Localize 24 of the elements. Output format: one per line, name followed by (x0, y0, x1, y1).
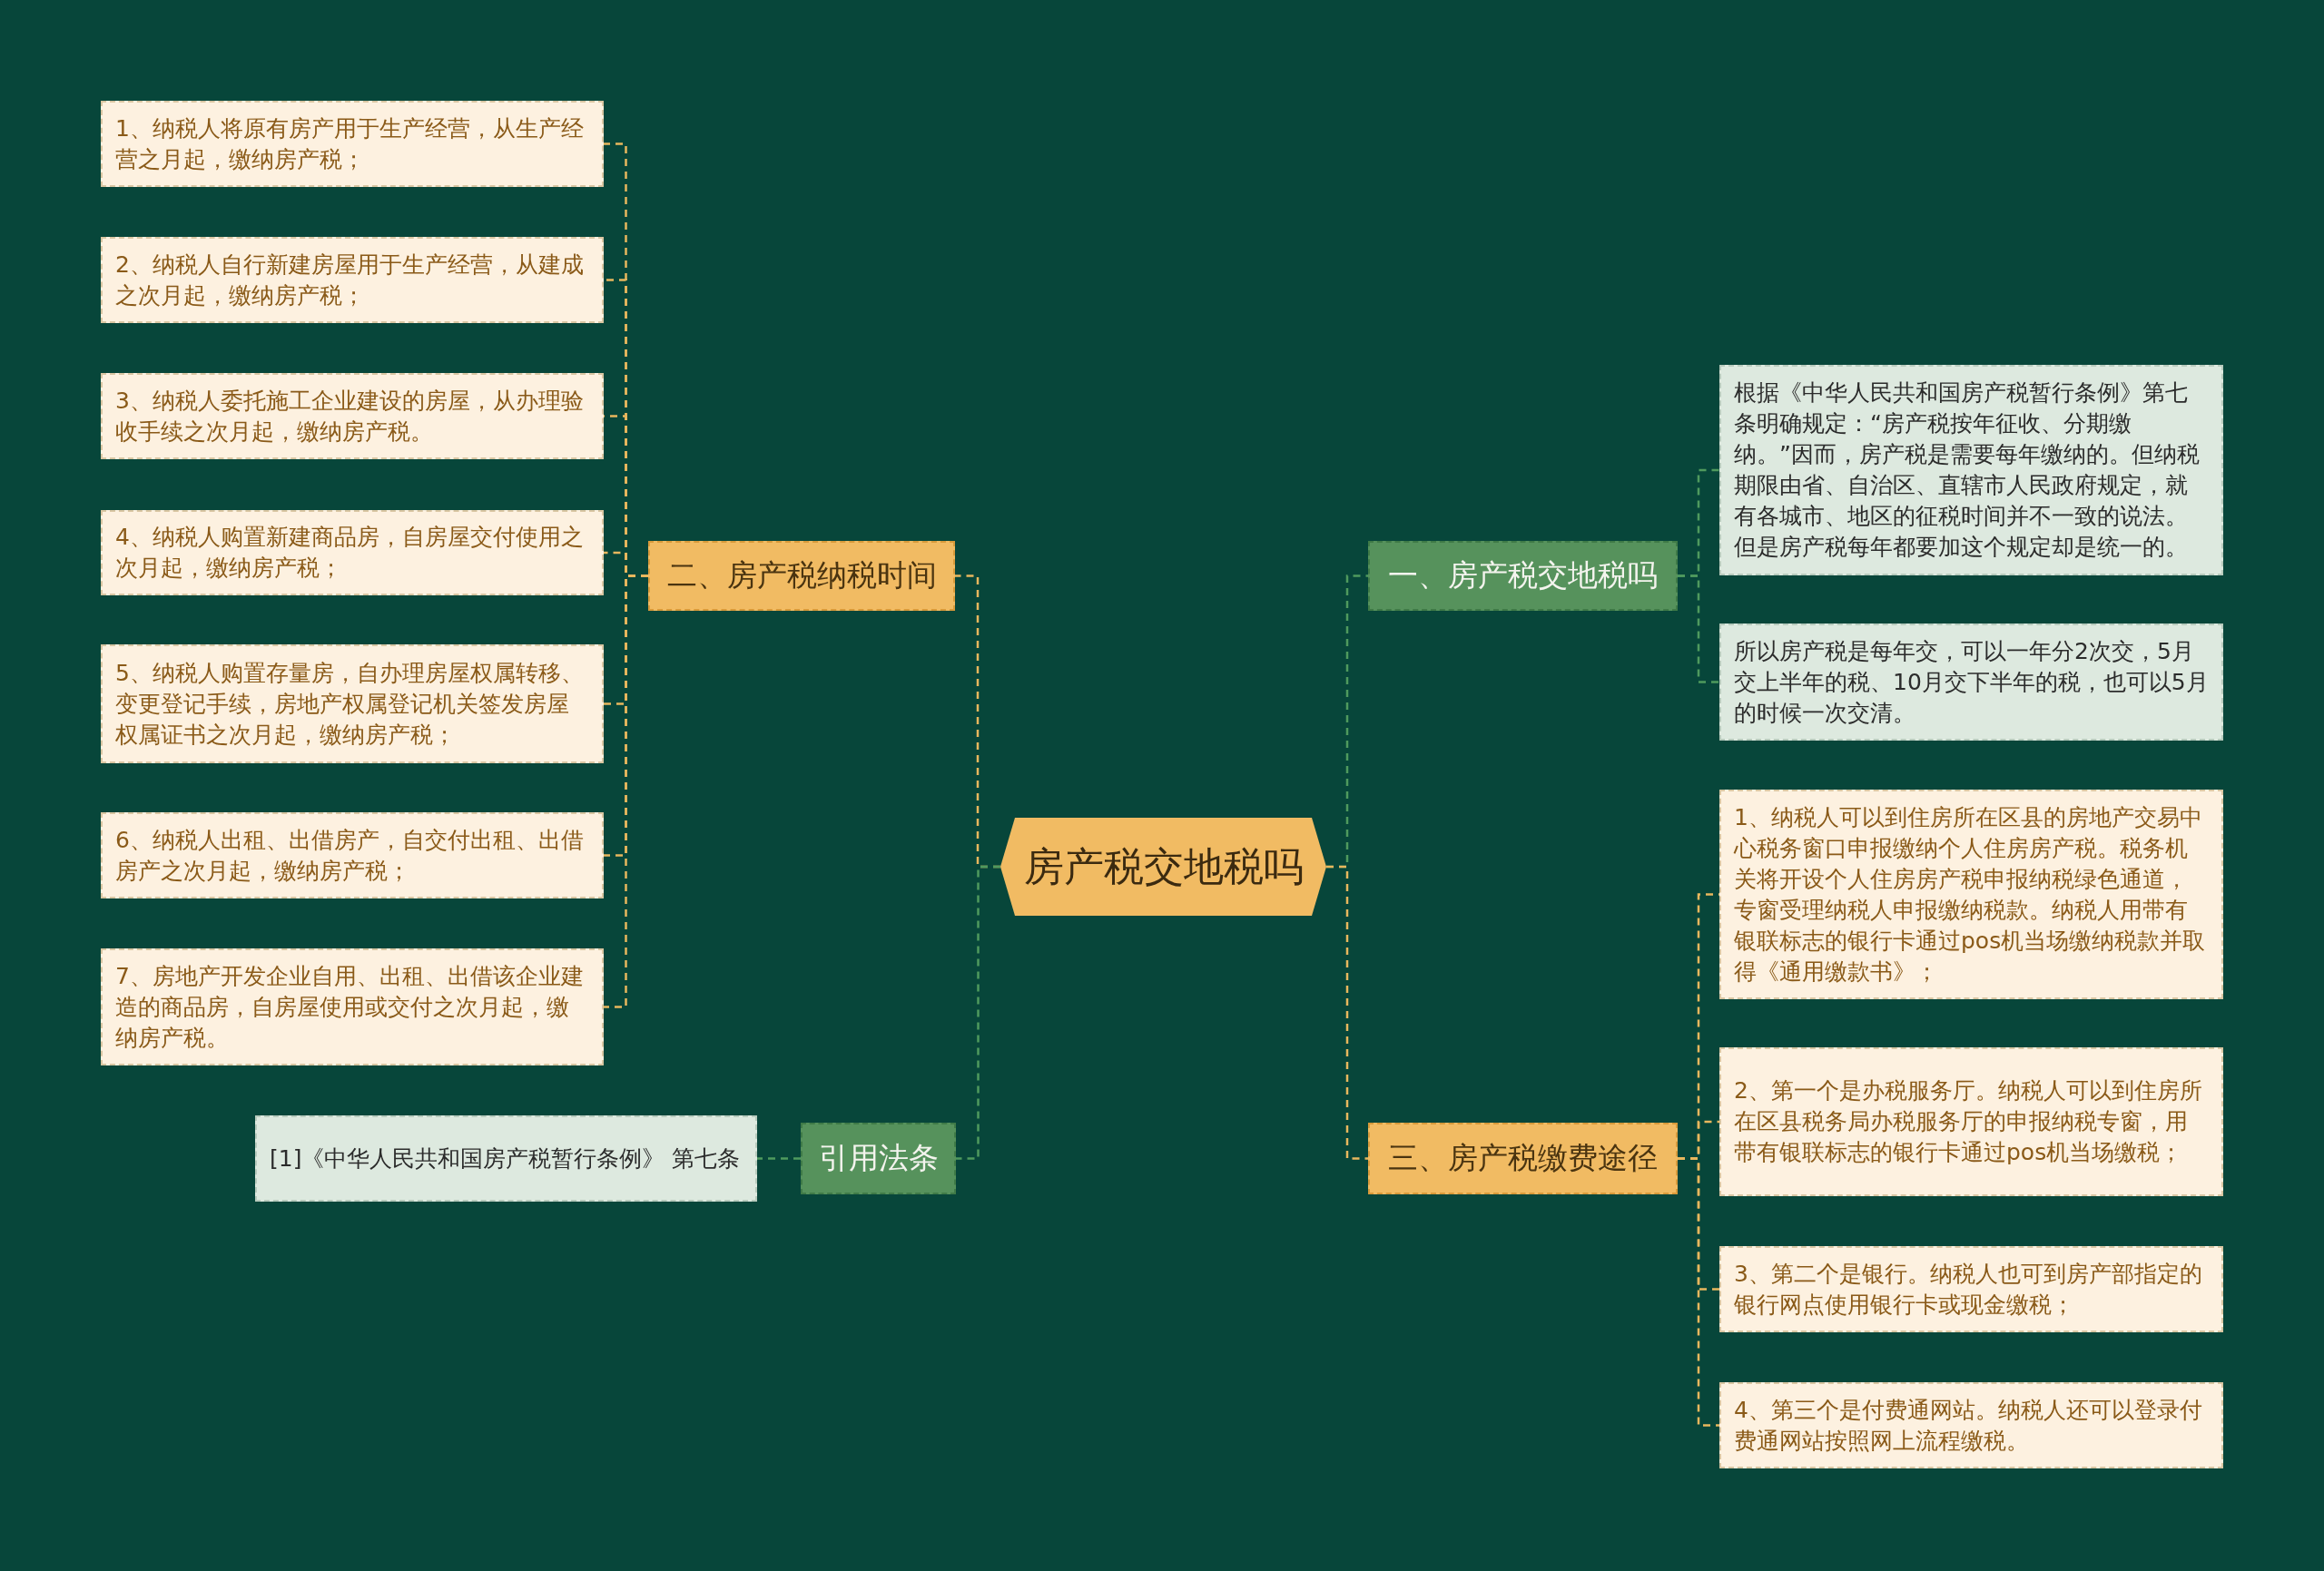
connector-line (757, 1157, 801, 1160)
note-box: 2、第一个是办税服务厅。纳税人可以到住房所在区县税务局办税服务厅的申报纳税专窗，用带有银联标志的银行卡通过pos机当场缴税； (1719, 1047, 2223, 1196)
topic-box: 三、房产税缴费途径 (1368, 1123, 1678, 1194)
topic-box: 二、房产税纳税时间 (648, 541, 955, 611)
topic-box: 一、房产税交地税吗 (1368, 541, 1678, 611)
note-box: 6、纳税人出租、出借房产，自交付出租、出借房产之次月起，缴纳房产税； (101, 812, 604, 898)
note-box: 1、纳税人将原有房产用于生产经营，从生产经营之月起，缴纳房产税； (101, 101, 604, 187)
note-box: 5、纳税人购置存量房，自办理房屋权属转移、变更登记手续，房地产权属登记机关签发房屋权属证书之次月起，缴纳房产税； (101, 644, 604, 763)
note-box: 根据《中华人民共和国房产税暂行条例》第七条明确规定：“房产税按年征收、分期缴纳。”因而，房产税是需要每年缴纳的。但纳税期限由省、自治区、直辖市人民政府规定，就有各城市、地区的征税时间并不一致的说法。但是房产税每年都要加这个规定却是统一的。 (1719, 365, 2223, 575)
note-box: 7、房地产开发企业自用、出租、出借该企业建造的商品房，自房屋使用或交付之次月起，缴纳房产税。 (101, 948, 604, 1065)
central-topic-hexagon: 房产税交地税吗 (1000, 818, 1326, 916)
note-box: 所以房产税是每年交，可以一年分2次交，5月交上半年的税、10月交下半年的税，也可以5月的时候一次交清。 (1719, 623, 2223, 741)
topic-box: 引用法条 (801, 1123, 956, 1194)
note-box: 2、纳税人自行新建房屋用于生产经营，从建成之次月起，缴纳房产税； (101, 237, 604, 323)
connector-line (956, 865, 1000, 1160)
connector-line (1326, 865, 1368, 1160)
note-box: 4、第三个是付费通网站。纳税人还可以登录付费通网站按照网上流程缴税。 (1719, 1382, 2223, 1468)
note-box: 3、纳税人委托施工企业建设的房屋，从办理验收手续之次月起，缴纳房产税。 (101, 373, 604, 459)
note-box: 4、纳税人购置新建商品房，自房屋交付使用之次月起，缴纳房产税； (101, 510, 604, 595)
note-box: [1]《中华人民共和国房产税暂行条例》 第七条 (255, 1115, 757, 1202)
connector-line (1678, 574, 1719, 683)
note-box: 3、第二个是银行。纳税人也可到房产部指定的银行网点使用银行卡或现金缴税； (1719, 1246, 2223, 1332)
note-box: 1、纳税人可以到住房所在区县的房地产交易中心税务窗口申报缴纳个人住房房产税。税务机关将开设个人住房房产税申报纳税绿色通道，专窗受理纳税人申报缴纳税款。纳税人用带有银联标志的银行卡通过pos机当场缴纳税款并取得《通用缴款书》； (1719, 790, 2223, 999)
connector-line (1678, 1157, 1719, 1427)
